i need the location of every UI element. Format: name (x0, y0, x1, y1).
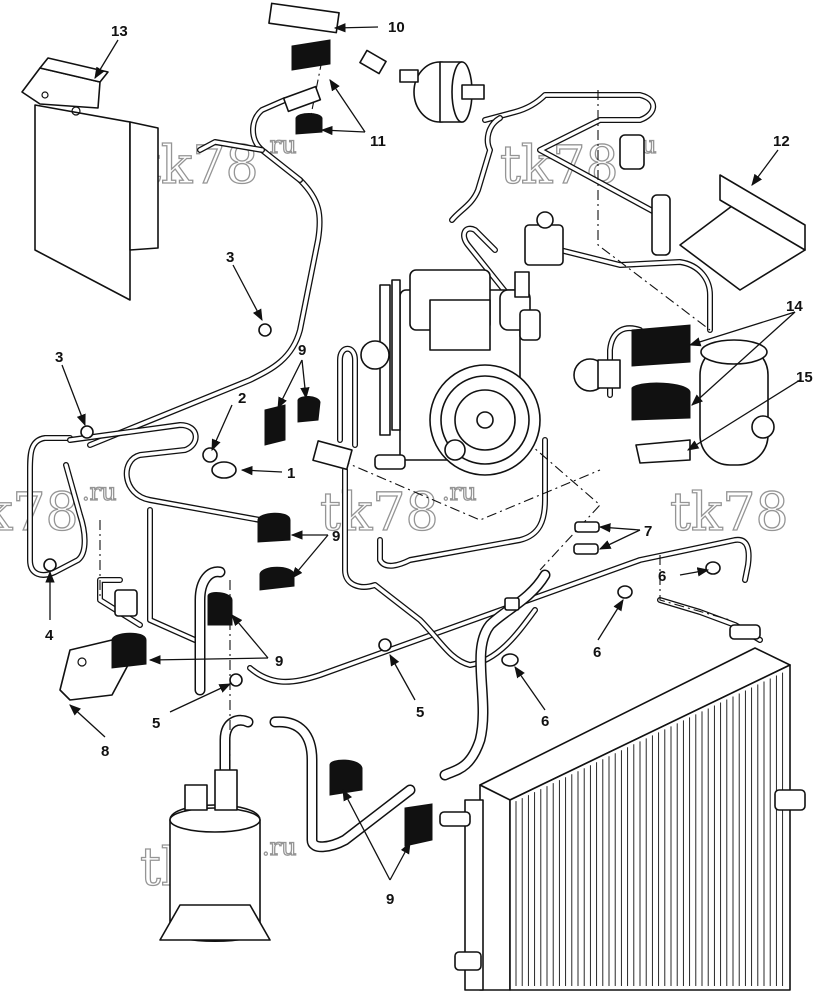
watermark-small: .ru (82, 478, 117, 506)
callout-12: 12 (773, 133, 790, 150)
watermark-big: tk78 (0, 483, 79, 543)
callout-6-low: 6 (541, 713, 549, 730)
condenser (439, 624, 806, 991)
compressor (360, 269, 541, 476)
callout-9-mid: 9 (332, 528, 340, 545)
callout-9-bottom: 9 (386, 891, 394, 908)
callout-10: 10 (388, 19, 405, 36)
watermark-small: .ru (442, 478, 477, 506)
callout-9-upper: 9 (298, 342, 306, 359)
callout-leaders (45, 23, 801, 881)
callout-7: 7 (644, 523, 652, 540)
callout-4: 4 (45, 627, 54, 644)
watermark-small: .ru (262, 833, 297, 861)
watermark-big: tk78 (500, 136, 619, 196)
callout-3-left: 3 (55, 349, 63, 366)
callout-1: 1 (287, 465, 295, 482)
callout-2: 2 (238, 390, 246, 407)
callout-5-left: 5 (152, 715, 160, 732)
callout-3-upper: 3 (226, 249, 234, 266)
mounting-panel-bracket (21, 57, 159, 301)
callout-8: 8 (101, 743, 109, 760)
callout-15: 15 (796, 369, 813, 386)
callout-13: 13 (111, 23, 128, 40)
callout-14: 14 (786, 298, 803, 315)
watermark-big: tk78 (670, 483, 789, 543)
condenser-fins (515, 672, 784, 986)
callout-9-left: 9 (275, 653, 283, 670)
callout-6-mid: 6 (593, 644, 601, 661)
callout-6-right: 6 (658, 568, 666, 585)
callout-5-mid: 5 (416, 704, 424, 721)
callout-numbers: 13 10 11 12 14 15 3 3 2 1 9 9 9 9 4 8 5 … (45, 19, 813, 908)
watermark-big: tk78 (320, 483, 439, 543)
callout-11: 11 (370, 133, 386, 150)
